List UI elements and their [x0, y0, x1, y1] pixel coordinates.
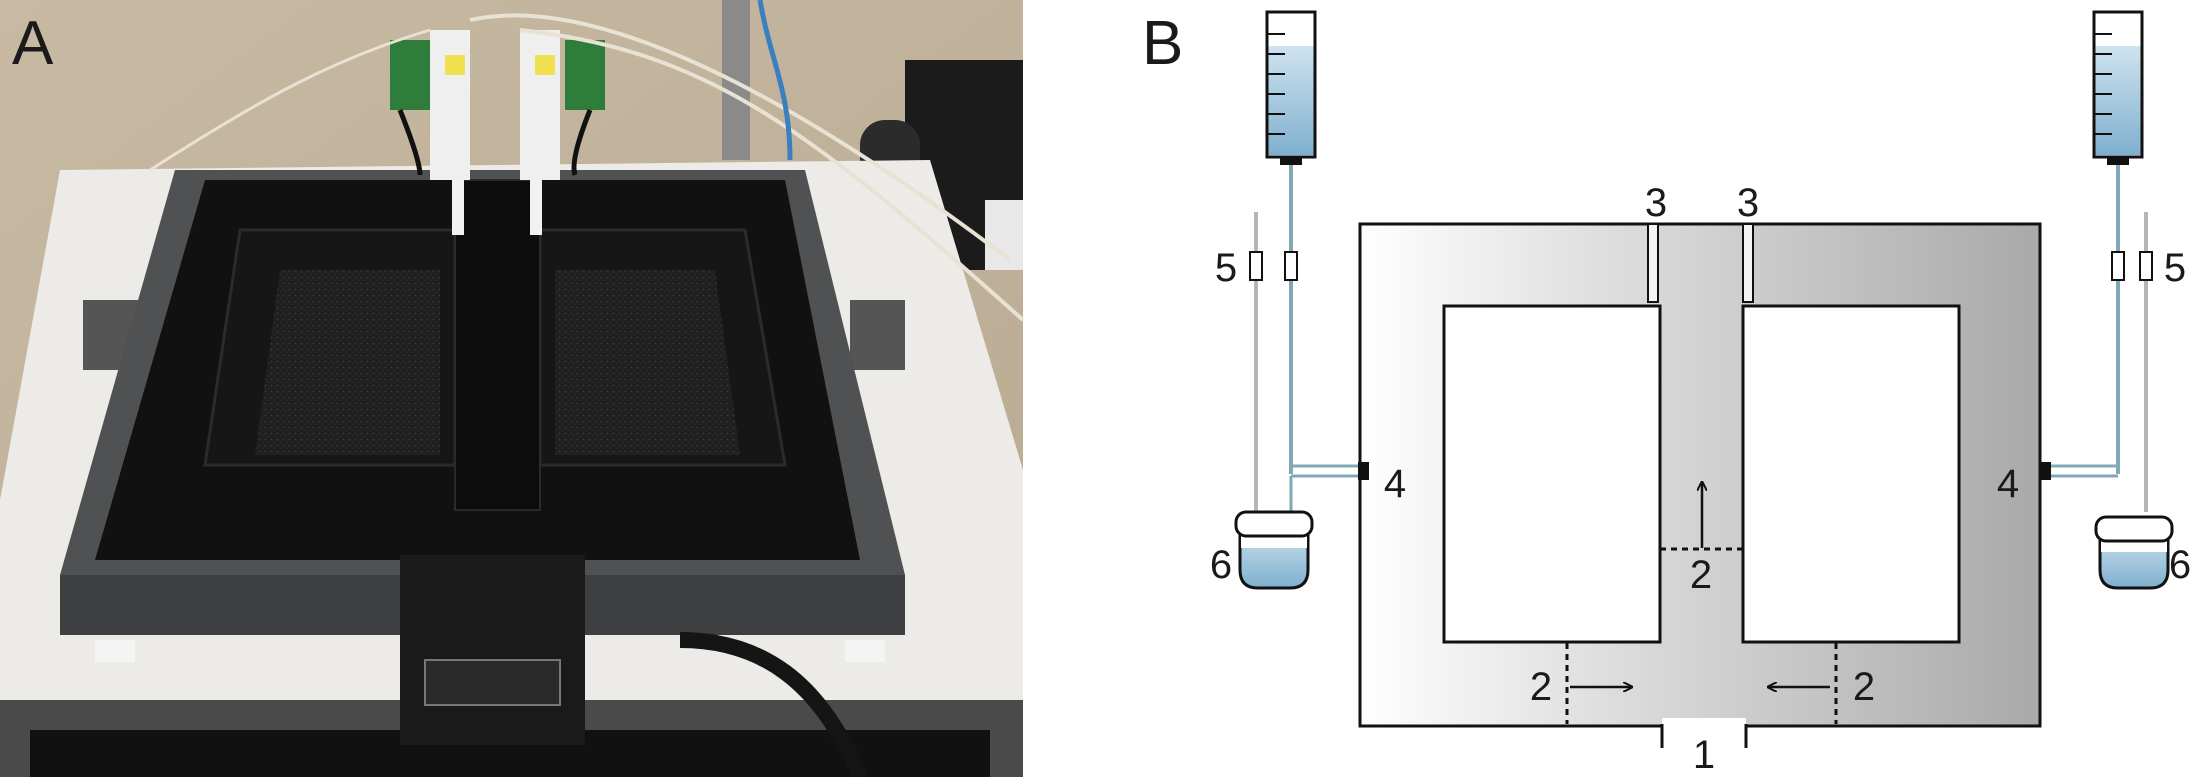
pump-label-left	[445, 55, 465, 75]
circuit-board-right	[565, 40, 605, 110]
valve-right-supply	[2111, 251, 2125, 281]
outlet-block	[400, 555, 585, 745]
pump-body-right	[520, 30, 560, 180]
mount-tab-right	[850, 300, 905, 370]
foot-right	[845, 640, 885, 662]
inlet-right	[2040, 462, 2051, 480]
label-valve-right: 5	[2164, 246, 2186, 290]
center-channel	[454, 179, 541, 511]
valve-right-drain	[2139, 251, 2153, 281]
divider-left	[452, 175, 464, 235]
syringe-right-tip	[2107, 157, 2129, 165]
label-reservoir-right: 6	[2169, 543, 2191, 587]
port-right	[1742, 223, 1754, 303]
equipment-label	[985, 200, 1023, 270]
syringe-right-fluid	[2095, 46, 2141, 155]
cable	[679, 632, 868, 777]
label-flow-center: 2	[1690, 553, 1712, 597]
reservoir-right-lid	[2094, 515, 2174, 543]
tube-photo-2	[519, 28, 1025, 322]
valve-left-supply	[1284, 251, 1298, 281]
label-port-left: 3	[1645, 181, 1667, 225]
port-left	[1647, 223, 1659, 303]
label-port-right: 3	[1737, 181, 1759, 225]
test-chamber-left	[1442, 304, 1662, 644]
support-pole	[722, 0, 750, 160]
syringe-left-tip	[1280, 157, 1302, 165]
divider-right	[530, 175, 542, 235]
label-flow-left: 2	[1530, 665, 1552, 709]
label-inlet-left: 4	[1384, 462, 1406, 506]
label-flow-right: 2	[1853, 665, 1875, 709]
foam-left	[255, 270, 440, 455]
label-inlet-right: 4	[1997, 462, 2019, 506]
panel-a-photo	[0, 0, 1025, 777]
tube-photo-blue	[757, 0, 793, 161]
inlet-left	[1358, 462, 1369, 480]
syringe-left-fluid	[1268, 46, 1314, 155]
circuit-board-left	[390, 40, 430, 110]
label-outlet: 1	[1693, 733, 1715, 777]
panel-a-letter: A	[12, 9, 54, 78]
tube-photo-3	[149, 28, 431, 172]
valve-left-drain	[1249, 251, 1263, 281]
outlet-window	[424, 659, 561, 706]
pump-body-left	[430, 30, 470, 180]
panel-b-schematic: B	[1142, 9, 2191, 777]
outlet-gap	[1662, 718, 1746, 730]
reservoir-left-lid	[1234, 510, 1314, 538]
panel-b-letter: B	[1142, 9, 1183, 78]
label-reservoir-left: 6	[1210, 543, 1232, 587]
foot-left	[95, 640, 135, 662]
foam-right	[555, 270, 740, 455]
pump-label-right	[535, 55, 555, 75]
label-valve-left: 5	[1215, 246, 1237, 290]
tube-photo-1	[469, 13, 1012, 262]
test-chamber-right	[1741, 304, 1961, 644]
